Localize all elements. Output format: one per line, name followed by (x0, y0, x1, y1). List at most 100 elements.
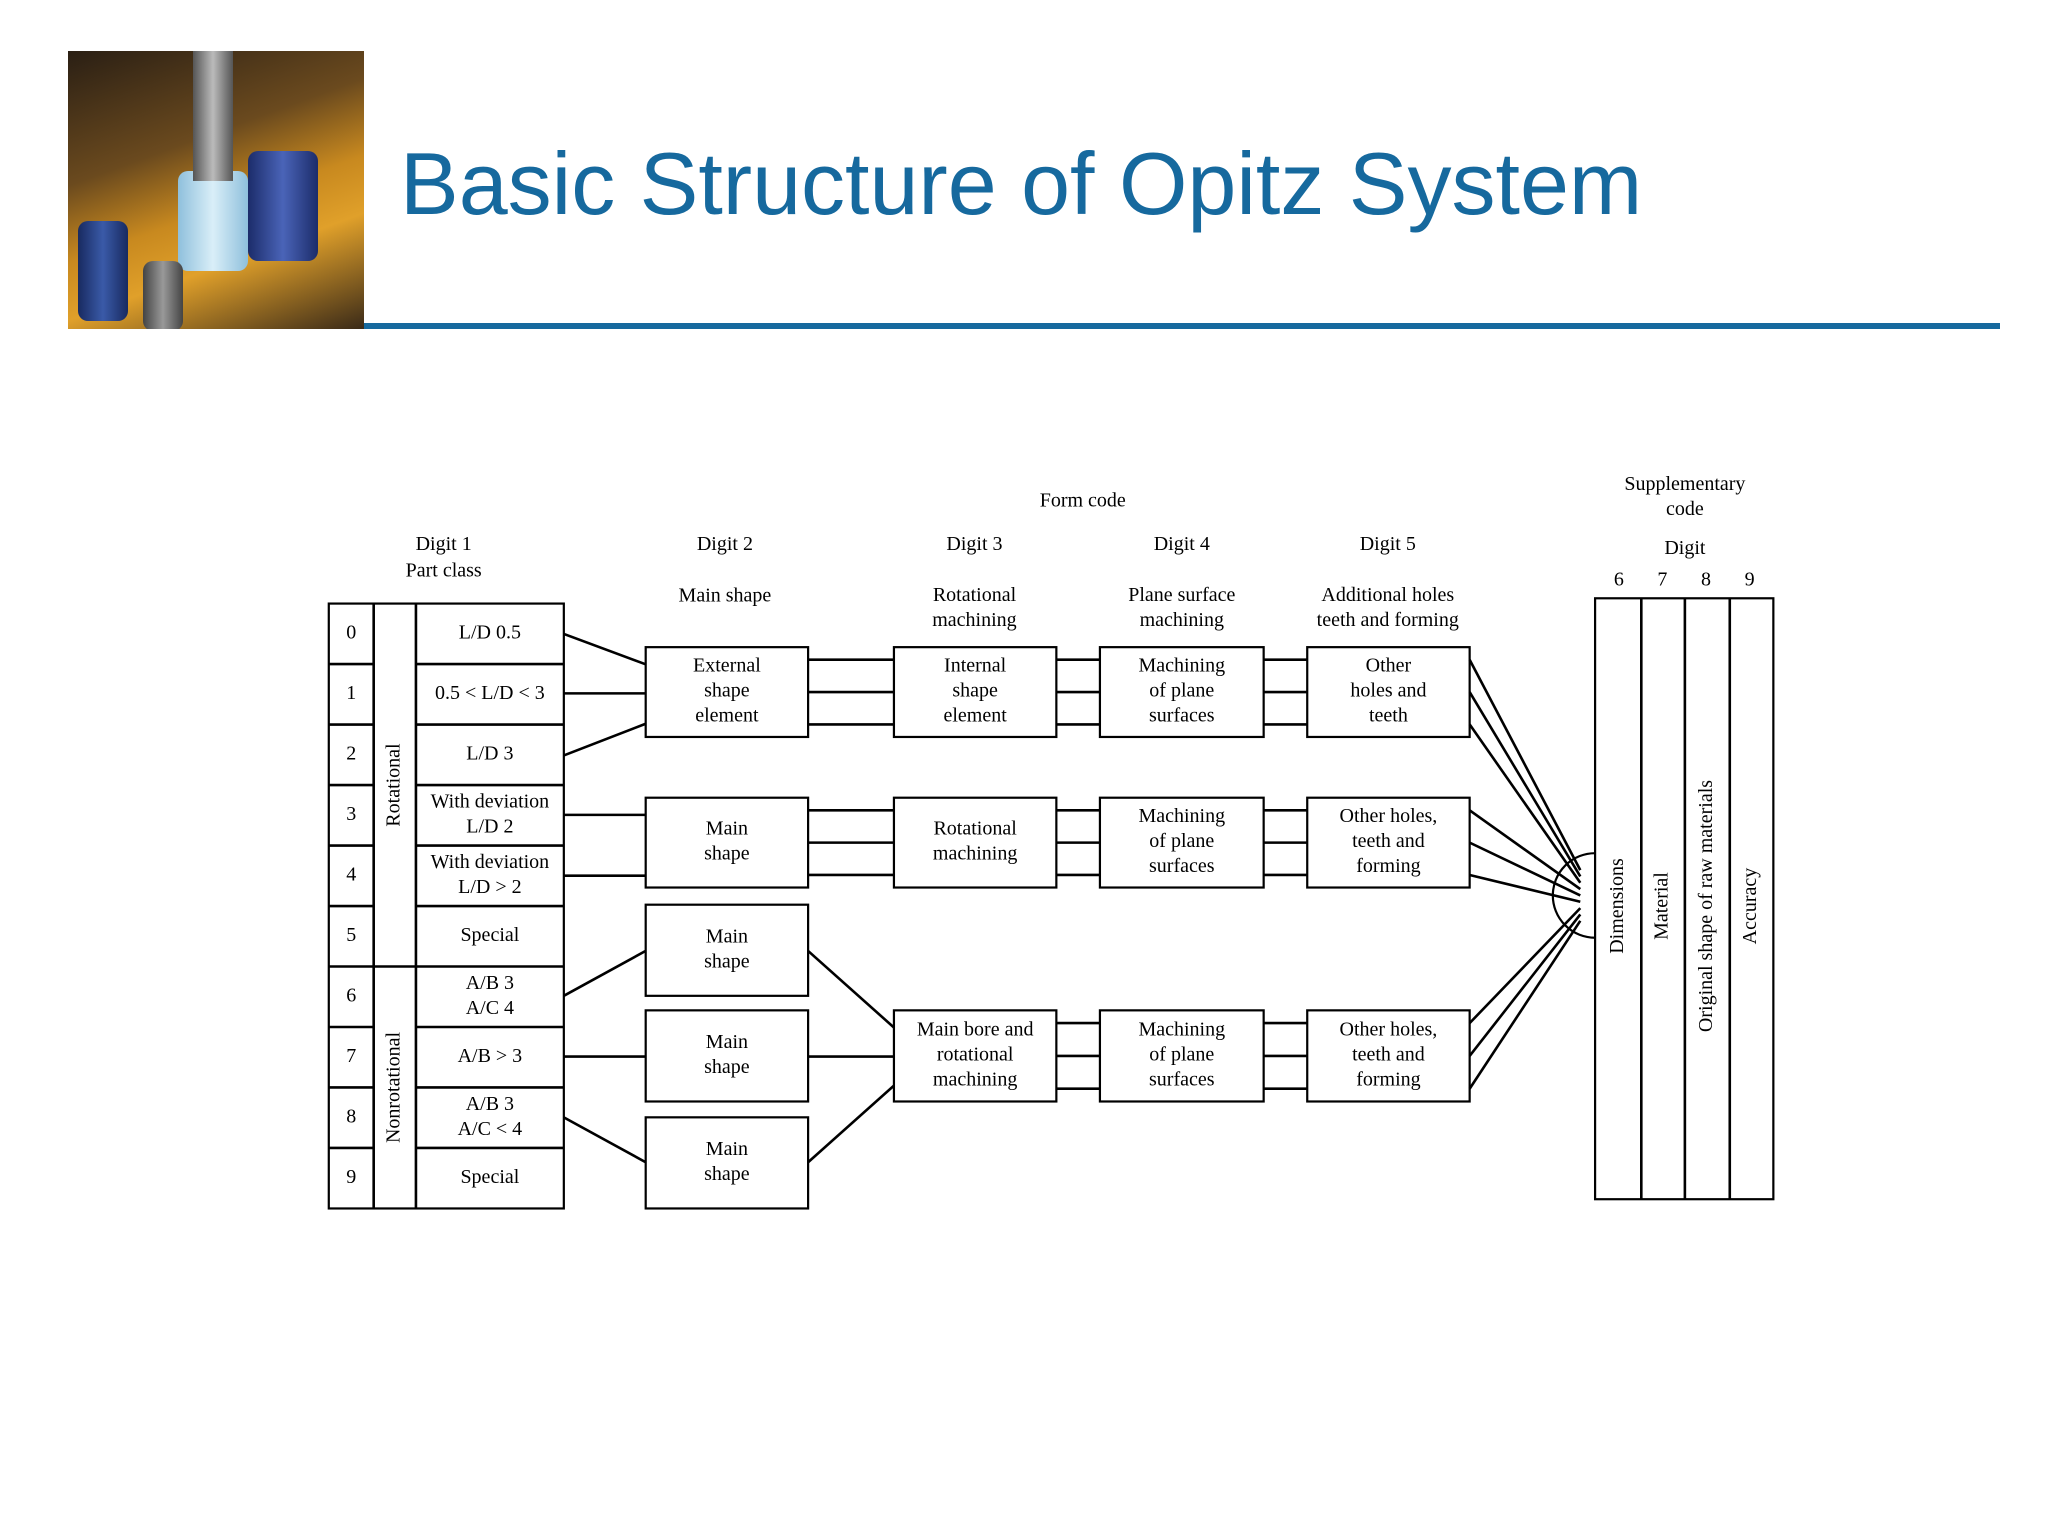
box-label: forming (1356, 1069, 1420, 1091)
part-class-number: 3 (346, 803, 356, 825)
probe-graphic (193, 51, 233, 181)
part-class-description: A/B > 3 (458, 1045, 523, 1067)
converging-connector (1468, 907, 1582, 1025)
box-label: shape (704, 843, 750, 865)
part-class-description: Special (460, 1166, 519, 1188)
digit1-subtitle: Part class (406, 559, 482, 581)
supp-digit-number: 8 (1701, 569, 1711, 591)
part-class-description: A/B 3 (466, 972, 514, 994)
header-photo-circuit-board (68, 51, 364, 329)
digit3-subtitle: machining (932, 609, 1016, 631)
box-label: teeth and (1352, 830, 1425, 852)
digit5-title: Digit 5 (1360, 533, 1416, 555)
supp-column-label: Material (1651, 872, 1673, 940)
box-label: Machining (1138, 805, 1225, 827)
supp-digit-number: 9 (1745, 569, 1755, 591)
supp-column-label: Accuracy (1739, 868, 1761, 945)
box-label: Main (706, 925, 748, 947)
box-d2-main-c (644, 1009, 810, 1103)
digit4-subtitle: machining (1140, 609, 1224, 631)
box-label: surfaces (1149, 1069, 1215, 1091)
box-d3-main-bore (892, 1009, 1058, 1103)
box-d2-main-d (644, 1116, 810, 1210)
part-class-number: 4 (346, 863, 356, 885)
digit3-title: Digit 3 (946, 533, 1002, 555)
part-class-table (327, 602, 565, 1210)
box-d3-internal (892, 646, 1058, 739)
box-label: holes and (1350, 680, 1426, 702)
box-label: machining (933, 1069, 1017, 1091)
box-label: shape (704, 1056, 750, 1078)
capacitor-graphic (248, 151, 318, 261)
box-d4-plane-b (1098, 796, 1265, 889)
box-d5-other-a (1306, 646, 1471, 739)
box-label: Rotational (933, 818, 1017, 840)
box-label: shape (704, 950, 750, 972)
part-class-number: 9 (346, 1166, 356, 1188)
box-d3-rotational (892, 796, 1058, 889)
supplementary-code-table (1593, 597, 1775, 1201)
part-class-description: L/D 3 (466, 742, 513, 764)
part-class-description: With deviation (431, 790, 550, 812)
converging-connector (1468, 920, 1582, 1090)
part-class-description: L/D 0.5 (459, 621, 521, 643)
supplementary-code-label: Supplementary (1624, 473, 1745, 495)
connector-line (563, 632, 647, 666)
connector-line (563, 722, 647, 757)
box-d2-main-b (644, 903, 810, 997)
box-d4-plane-c (1098, 1009, 1265, 1103)
box-label: forming (1356, 855, 1420, 877)
box-label: External (693, 655, 761, 677)
part-class-number: 6 (346, 984, 356, 1006)
box-label: Main (706, 1138, 748, 1160)
supp-digit-number: 6 (1614, 569, 1624, 591)
box-label: Main (706, 818, 748, 840)
box-label: shape (952, 680, 998, 702)
supp-digit-label: Digit (1664, 537, 1706, 559)
box-label: Machining (1138, 1019, 1225, 1041)
digit3-subtitle: Rotational (933, 584, 1017, 606)
page-title: Basic Structure of Opitz System (400, 134, 1643, 233)
part-class-number: 0 (346, 621, 356, 643)
box-label: Other holes, (1340, 1019, 1438, 1041)
box-d4-plane-a (1098, 646, 1265, 739)
box-label: machining (933, 843, 1017, 865)
digit5-subtitle: teeth and forming (1317, 609, 1459, 631)
box-label: rotational (937, 1044, 1014, 1066)
digit1-title: Digit 1 (416, 533, 472, 555)
digit4-subtitle: Plane surface (1128, 584, 1235, 606)
supplementary-code-label: code (1666, 498, 1704, 520)
digit4-title: Digit 4 (1154, 533, 1210, 555)
box-label: of plane (1149, 680, 1214, 702)
form-code-label: Form code (1040, 489, 1126, 511)
converging-connector (1468, 809, 1582, 891)
merge-bulge (1551, 852, 1596, 939)
box-label: Main (706, 1031, 748, 1053)
part-class-number: 7 (346, 1045, 356, 1067)
box-label: Internal (944, 655, 1007, 677)
box-label: teeth and (1352, 1044, 1425, 1066)
rotational-label: Rotational (382, 743, 404, 827)
box-label: surfaces (1149, 855, 1215, 877)
box-label: of plane (1149, 830, 1214, 852)
digit2-subtitle: Main shape (679, 585, 772, 607)
capacitor-graphic (178, 171, 248, 271)
connector-line (807, 949, 895, 1029)
capacitor-graphic (143, 261, 183, 329)
part-class-number: 1 (346, 682, 356, 704)
connector-line (563, 949, 647, 997)
box-label: teeth (1369, 705, 1408, 727)
box-label: surfaces (1149, 705, 1215, 727)
title-underline (364, 323, 2000, 329)
part-class-description: A/C 4 (466, 997, 514, 1019)
part-class-number: 5 (346, 924, 356, 946)
part-class-number: 2 (346, 742, 356, 764)
digit5-subtitle: Additional holes (1321, 584, 1454, 606)
nonrotational-label: Nonrotational (382, 1032, 404, 1144)
box-label: shape (704, 1163, 750, 1185)
supp-digit-number: 7 (1657, 569, 1667, 591)
part-class-description: With deviation (431, 851, 550, 873)
supp-column-label: Dimensions (1606, 858, 1628, 954)
box-label: element (695, 705, 759, 727)
